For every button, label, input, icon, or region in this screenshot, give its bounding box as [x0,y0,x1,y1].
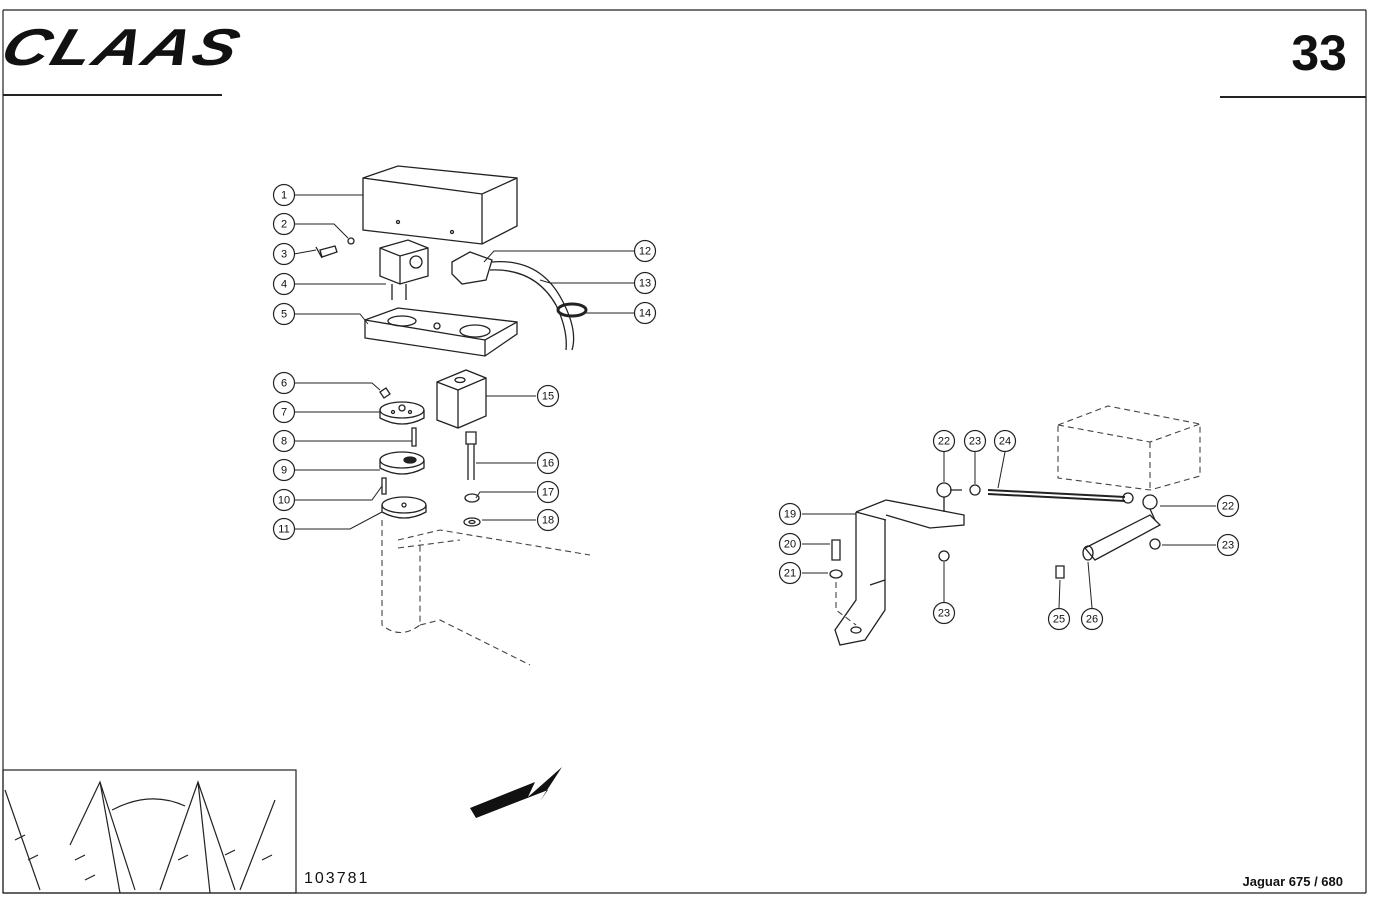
callout-label: 9 [281,465,287,477]
callout-circle [536,451,560,475]
callout-label: 17 [542,487,554,499]
callout-circle [272,183,296,207]
callout-circle [932,429,956,453]
corner-header-illustration [2,769,297,894]
model-designation: Jaguar 675 / 680 [1242,874,1343,889]
callout-circle [536,384,560,408]
callout-circle [778,502,802,526]
callout-label: 2 [281,219,287,231]
callout-circle [993,429,1017,453]
callout-label: 26 [1086,614,1098,626]
callout-label: 8 [281,436,287,448]
callout-circle [272,429,296,453]
callout-circle [633,239,657,263]
callout-label: 23 [938,608,950,620]
callout-circle [536,508,560,532]
callout-circle [272,302,296,326]
callout-circle [272,371,296,395]
callout-circle [778,561,802,585]
callout-label: 19 [784,509,796,521]
callout-label: 10 [278,495,290,507]
callout-label: 21 [784,568,796,580]
callout-label: 23 [969,436,981,448]
callout-label: 1 [281,190,287,202]
callout-label: 20 [784,539,796,551]
callout-circle [633,271,657,295]
mounting-outline [381,520,591,666]
callout-label: 6 [281,378,287,390]
leader-lines [293,194,1216,609]
callout-label: 11 [278,524,289,536]
callout-label: 23 [1222,540,1234,552]
callout-label: 3 [281,249,287,261]
right-assembly [829,482,1162,646]
callout-circle [272,488,296,512]
callout-label: 16 [542,458,554,470]
callout-circle [1216,533,1240,557]
callout-label: 4 [281,279,287,291]
left-assembly [315,165,588,527]
direction-arrow [470,767,562,818]
callout-circle [778,532,802,556]
callout-label: 12 [639,246,651,258]
callout-circle [272,212,296,236]
callout-label: 5 [281,309,287,321]
callout-label: 22 [938,436,950,448]
sheet-frame [2,9,1367,894]
callout-circle [1080,607,1104,631]
callout-label: 18 [542,515,554,527]
right-housing-outline [835,405,1201,626]
reference-number: 103781 [304,870,370,887]
callout-label: 24 [999,436,1011,448]
callout-circle [272,517,296,541]
callout-circle [272,272,296,296]
callout-label: 14 [639,308,651,320]
callout-label: 22 [1222,501,1234,513]
callout-circle [1216,494,1240,518]
page-number: 33 [1291,25,1347,81]
callout-circle [963,429,987,453]
callout-label: 7 [281,407,287,419]
callout-circle [932,601,956,625]
callout-label: 15 [542,391,554,403]
callout-circle [633,301,657,325]
callout-circle [272,458,296,482]
callout-circle [536,480,560,504]
callout-circle [272,400,296,424]
callout-circle [1047,607,1071,631]
callout-label: 13 [639,278,651,290]
callout-label: 25 [1053,614,1065,626]
callout-circle [272,242,296,266]
